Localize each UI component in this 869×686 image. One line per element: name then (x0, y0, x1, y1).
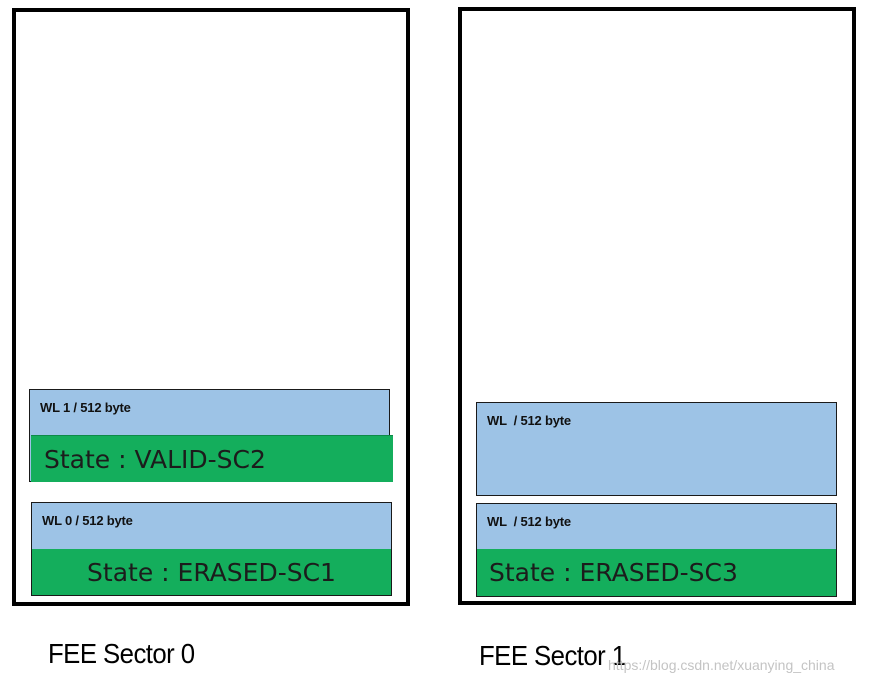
wordline-label: WL / 512 byte (487, 514, 571, 529)
wordline-label: WL 0 / 512 byte (42, 513, 133, 528)
sector0-wordline-1-state: State : VALID-SC2 (31, 435, 393, 482)
state-label: State : ERASED-SC3 (489, 558, 738, 587)
sector1-caption: FEE Sector 1 (479, 640, 626, 671)
wordline-label: WL / 512 byte (487, 413, 571, 428)
state-label: State : ERASED-SC1 (87, 557, 336, 587)
state-label: State : VALID-SC2 (44, 444, 266, 474)
sector0-wordline-0-state: State : ERASED-SC1 (31, 549, 392, 596)
sector0-caption: FEE Sector 0 (48, 638, 195, 669)
wordline-label: WL 1 / 512 byte (40, 400, 131, 415)
watermark-text: https://blog.csdn.net/xuanying_china (608, 657, 835, 673)
sector1-wordline-upper: WL / 512 byte (476, 402, 837, 496)
sector1-wordline-lower-state: State : ERASED-SC3 (476, 549, 837, 597)
